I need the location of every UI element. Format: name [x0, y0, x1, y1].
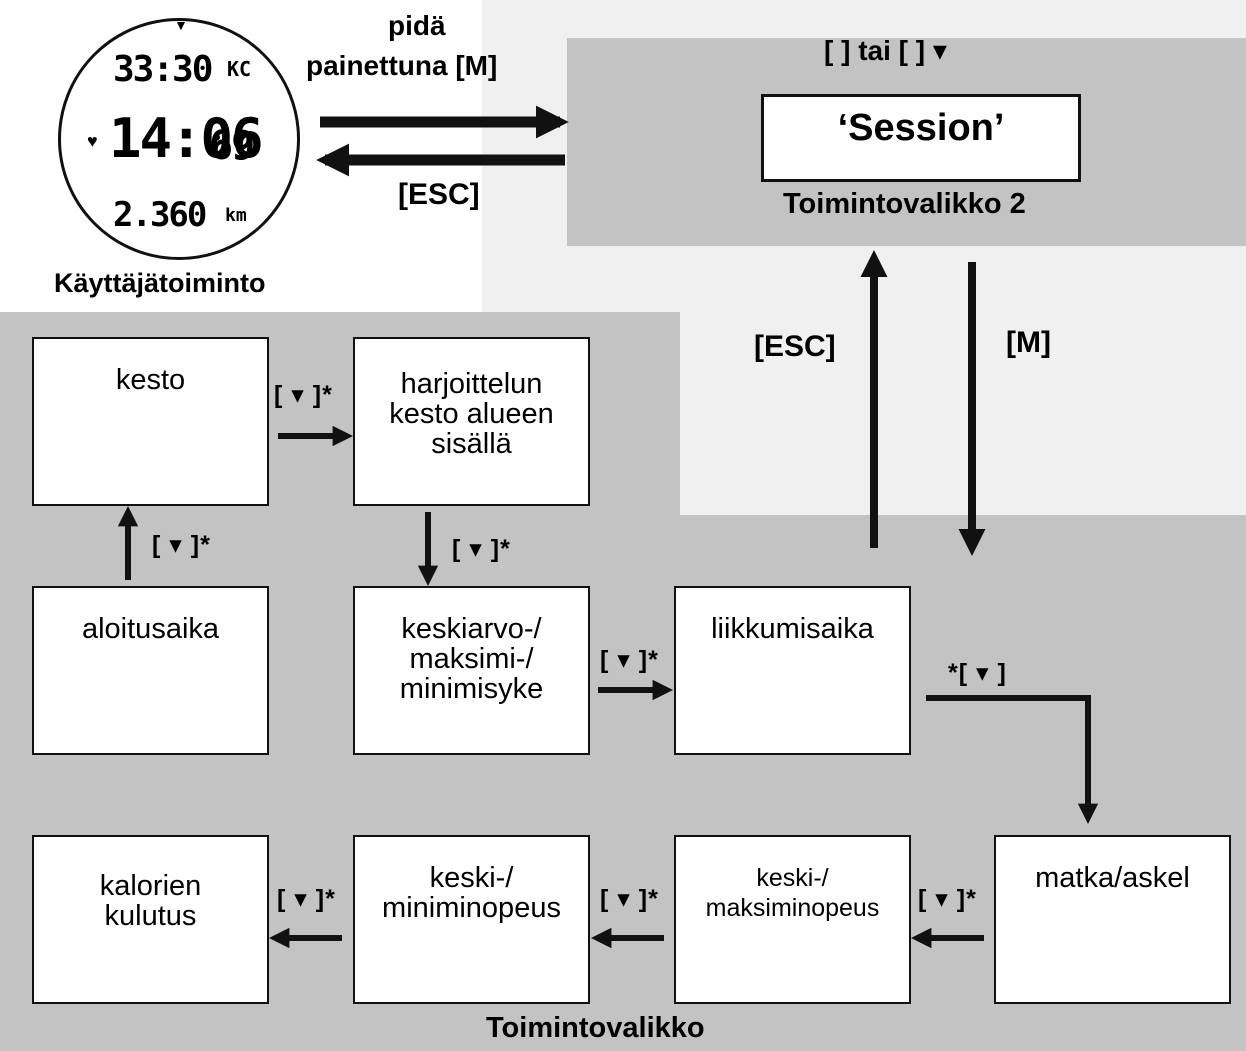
key-label-keskiarvo-liikkumis: [ ▾ ]*	[600, 646, 659, 674]
watch-line2: 14:06	[109, 107, 264, 170]
menu2-title: Toimintovalikko 2	[783, 188, 1026, 220]
watch-indicator-icon: ▼	[174, 17, 188, 33]
esc-back-label: [ESC]	[398, 178, 480, 211]
box-keski-miniminopeus[interactable]: keski-/ miniminopeus	[353, 835, 590, 1004]
session-label: ‘Session’	[837, 107, 1005, 149]
box-kalorien-kulutus[interactable]: kalorien kulutus	[32, 835, 269, 1004]
key-label-harj-keskiarvo: [ ▾ ]*	[452, 535, 511, 563]
box-harjoittelun-kesto[interactable]: harjoittelun kesto alueen sisällä	[353, 337, 590, 506]
key-label-liikkumis-matka: *[ ▾ ]	[948, 659, 1007, 687]
box-kesto[interactable]: kesto	[32, 337, 269, 506]
menu1-title: Toimintovalikko	[486, 1012, 705, 1044]
watch-line3: 2.360	[113, 195, 207, 235]
key-label-aloitus-kesto: [ ▾ ]*	[152, 531, 211, 559]
box-aloitusaika[interactable]: aloitusaika	[32, 586, 269, 755]
box-liikkumisaika[interactable]: liikkumisaika	[674, 586, 911, 755]
watch-heart-icon: ♥	[87, 131, 98, 151]
key-label-keskimin-kalorien: [ ▾ ]*	[277, 885, 336, 913]
watch-face: ▼ 33:30 KC ♥ 14:06 69 2.360 km	[58, 17, 300, 260]
watch-line1: 33:30	[113, 49, 213, 90]
down-m-label: [M]	[1006, 326, 1051, 359]
key-label-matka-keskimax: [ ▾ ]*	[918, 885, 977, 913]
session-box[interactable]: ‘Session’	[761, 94, 1081, 182]
box-keskiarvo-syke[interactable]: keskiarvo-/ maksimi-/ minimisyke	[353, 586, 590, 755]
hold-m-label-2: painettuna [M]	[306, 50, 498, 81]
watch-label: Käyttäjätoiminto	[54, 268, 266, 298]
watch-line1-unit: KC	[227, 57, 252, 81]
arrow-liikkumis-matka	[926, 695, 1099, 824]
menu2-selector: [ ] tai [ ] ▾	[824, 35, 947, 66]
up-esc-label: [ESC]	[754, 330, 836, 363]
menu1-notch	[680, 312, 1246, 515]
key-label-kesto-harj: [ ▾ ]*	[274, 381, 333, 409]
watch-line3-unit: km	[225, 205, 247, 226]
watch-line2-suffix: 69	[209, 123, 255, 169]
box-keski-maksiminopeus[interactable]: keski-/ maksiminopeus	[674, 835, 911, 1004]
box-matka-askel[interactable]: matka/askel	[994, 835, 1231, 1004]
key-label-keskimax-keskimin: [ ▾ ]*	[600, 885, 659, 913]
hold-m-label-1: pidä	[388, 10, 446, 41]
